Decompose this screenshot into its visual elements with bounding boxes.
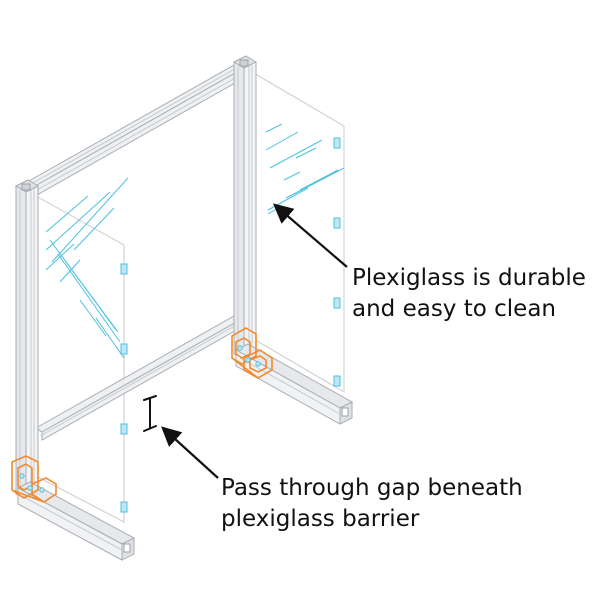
plexiglass-callout-arrow: [272, 203, 348, 268]
plexiglass-callout-line2: and easy to clean: [352, 296, 556, 322]
front-glass-panel: [30, 177, 129, 523]
left-foot: [16, 481, 136, 561]
left-corner-brackets: [11, 455, 57, 503]
left-bracket-screws: [19, 473, 45, 493]
right-bracket-screws: [237, 345, 261, 367]
gap-callout-arrow: [161, 426, 219, 479]
left-post: [14, 179, 40, 501]
gap-callout-line1: Pass through gap beneath: [221, 475, 523, 501]
middle-rail: [35, 315, 241, 441]
plexiglass-callout-line1: Plexiglass is durable: [352, 265, 586, 291]
front-glass-reflections: [45, 177, 129, 359]
right-corner-brackets: [231, 327, 273, 379]
top-rail: [18, 63, 246, 201]
gap-height-marker: [143, 395, 157, 432]
right-post: [232, 55, 258, 363]
gap-callout-line2: plexiglass barrier: [221, 506, 420, 532]
